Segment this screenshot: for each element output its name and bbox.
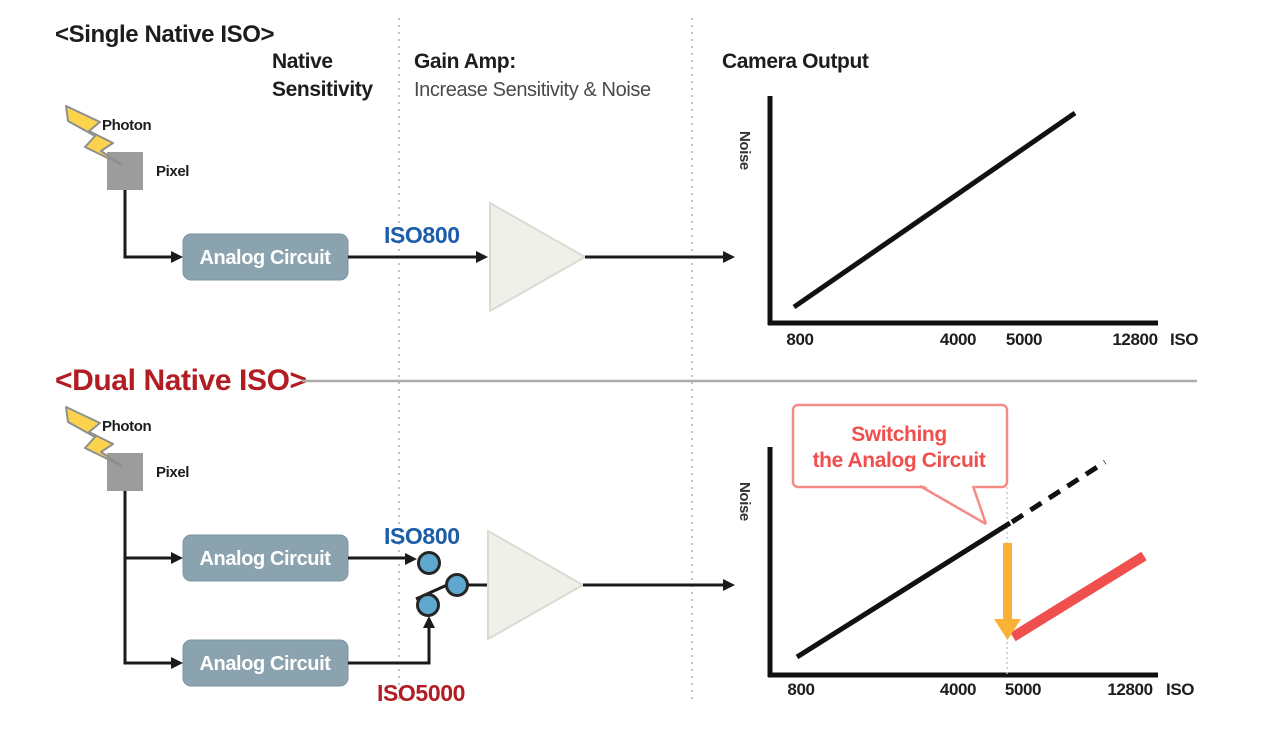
arrowhead-into-circuit <box>171 251 183 263</box>
x-tick-800: 800 <box>787 680 814 699</box>
flow-line-circuit-bottom-to-switch <box>348 628 431 665</box>
dual-iso-section: <Dual Native ISO> Photon Pixel Analog Ci… <box>55 364 1197 706</box>
y-axis-label-noise: Noise <box>736 482 753 521</box>
x-axis-unit-iso: ISO <box>1166 680 1194 699</box>
analog-circuit-bottom-label: Analog Circuit <box>199 653 331 675</box>
callout-bubble <box>791 403 1009 489</box>
iso5000-label: ISO5000 <box>377 680 465 706</box>
flow-line-pixel-to-circuit <box>123 190 172 259</box>
arrowhead-into-circuit-top <box>171 552 183 564</box>
noise-line-extrapolated-dashed <box>1010 459 1107 525</box>
analog-circuit-label: Analog Circuit <box>199 247 331 269</box>
x-tick-4000: 4000 <box>940 330 976 349</box>
x-tick-4000: 4000 <box>940 680 976 699</box>
amplifier-triangle-icon <box>489 201 588 313</box>
section-title-dual: <Dual Native ISO> <box>55 364 307 397</box>
pixel-label: Pixel <box>156 464 189 481</box>
switch-terminal-bottom <box>416 593 440 617</box>
noise-line-iso5000 <box>1010 551 1147 642</box>
dual-output-graph: Noise Switching the Analog Circuit 800 4… <box>736 403 1195 699</box>
noise-line <box>792 110 1077 310</box>
arrowhead-into-switch-bottom <box>423 616 435 628</box>
column-header-native-1: Native <box>272 50 333 73</box>
single-output-graph: Noise 800 4000 5000 12800 ISO <box>736 96 1199 349</box>
column-header-gain-1: Gain Amp: <box>414 50 516 73</box>
column-header-gain-2: Increase Sensitivity & Noise <box>414 79 651 101</box>
callout-text-1: Switching <box>851 423 947 446</box>
arrowhead-into-circuit-bottom <box>171 657 183 669</box>
switching-callout: Switching the Analog Circuit <box>791 403 1009 526</box>
iso800-label: ISO800 <box>384 523 460 549</box>
arrowhead-into-graph <box>723 251 735 263</box>
callout-text-2: the Analog Circuit <box>813 449 986 472</box>
x-tick-12800: 12800 <box>1112 330 1157 349</box>
column-header-output: Camera Output <box>722 50 869 73</box>
callout-tail-edge-right <box>971 485 988 525</box>
analog-circuit-top-label: Analog Circuit <box>199 548 331 570</box>
switch-terminal-common <box>445 573 469 597</box>
x-tick-12800: 12800 <box>1107 680 1152 699</box>
arrowhead-into-graph <box>723 579 735 591</box>
column-separators <box>398 18 693 702</box>
analog-circuit-switch <box>415 551 469 617</box>
noise-line-iso800 <box>795 520 1012 660</box>
x-tick-5000: 5000 <box>1006 330 1042 349</box>
photon-bolt-icon <box>65 406 123 467</box>
x-tick-5000: 5000 <box>1005 680 1041 699</box>
section-title-single: <Single Native ISO> <box>55 21 275 48</box>
arrowhead-into-amp <box>476 251 488 263</box>
x-axis-unit-iso: ISO <box>1170 330 1198 349</box>
column-header-native-2: Sensitivity <box>272 78 373 101</box>
single-iso-section: <Single Native ISO> Native Sensitivity G… <box>55 21 1199 349</box>
amplifier-triangle-icon <box>487 529 586 641</box>
photon-label: Photon <box>102 117 151 134</box>
callout-tail-edge-left <box>919 484 987 526</box>
switch-terminal-top <box>417 551 441 575</box>
iso800-label: ISO800 <box>384 222 460 248</box>
flow-line-pixel-trunk <box>123 491 172 665</box>
photon-bolt-icon <box>65 105 123 166</box>
arrowhead-into-switch-top <box>405 553 417 565</box>
y-axis-label-noise: Noise <box>736 131 753 170</box>
pixel-label: Pixel <box>156 163 189 180</box>
noise-drop-arrow <box>994 543 1021 640</box>
photon-label: Photon <box>102 418 151 435</box>
x-tick-800: 800 <box>786 330 813 349</box>
